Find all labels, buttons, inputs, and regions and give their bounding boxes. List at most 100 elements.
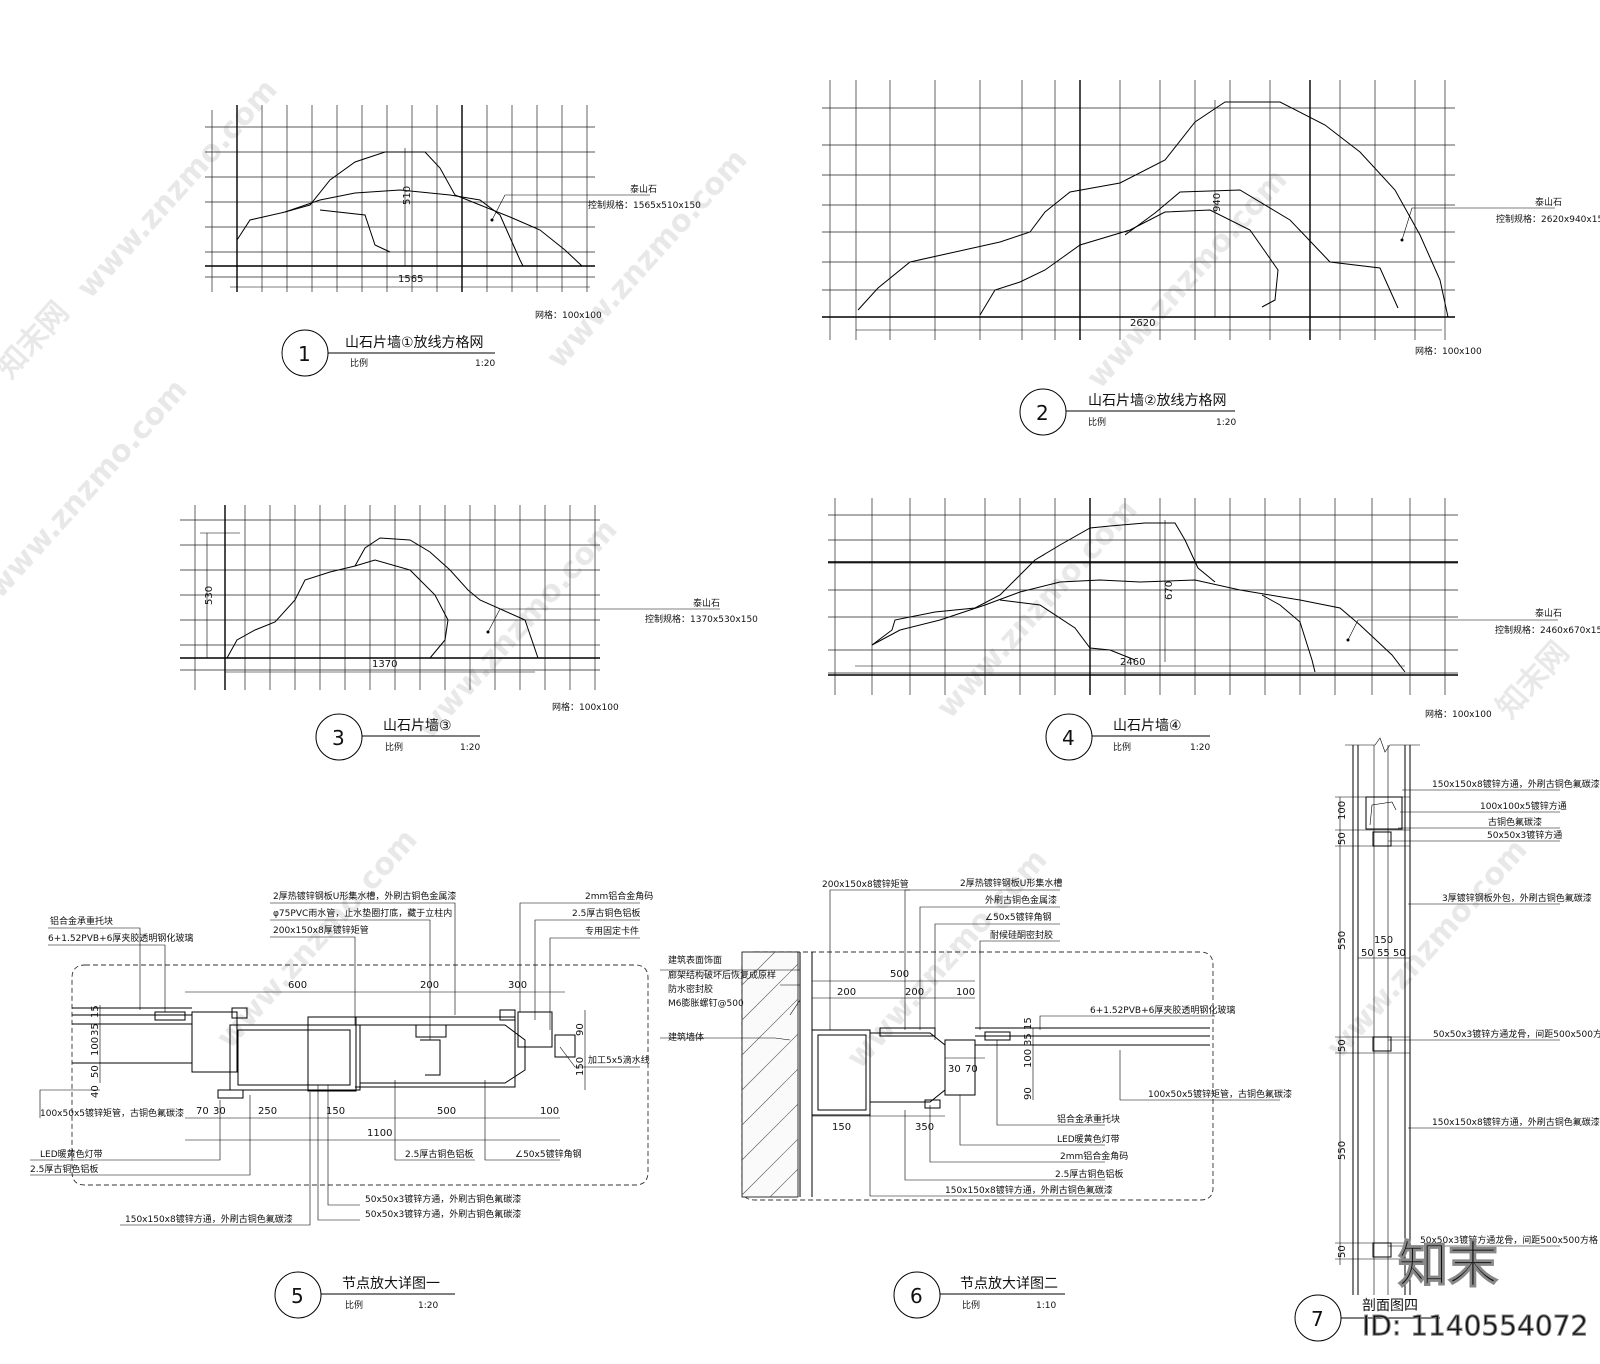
callout-label: 3厚镀锌钢板外包，外刷古铜色氟碳漆 xyxy=(1442,892,1592,904)
rock-outline xyxy=(319,209,391,253)
watermark-text: www.znzmo.com xyxy=(70,72,285,305)
dimension-label: 150 xyxy=(832,1122,851,1133)
height-dimension: 530 xyxy=(204,586,215,605)
scale-label: 比例 xyxy=(385,741,403,753)
callout-label: 200x150x8镀锌矩管 xyxy=(822,878,909,890)
dimension-label: 200 xyxy=(420,980,439,991)
grid-label: 网格：100x100 xyxy=(1425,708,1492,720)
watermark-text: www.znzmo.com xyxy=(0,372,195,605)
dimension-label: 15 xyxy=(1023,1017,1034,1030)
callout-label: 50x50x3镀锌方通，外刷古铜色氟碳漆 xyxy=(365,1193,521,1205)
dimension-label: 1100 xyxy=(367,1128,392,1139)
callout-label: 专用固定卡件 xyxy=(585,925,639,937)
scale-value: 1:20 xyxy=(475,359,495,369)
width-dimension: 2620 xyxy=(1130,318,1155,329)
drawing-title: 剖面图四 xyxy=(1362,1298,1418,1314)
callout-label: 建筑表面饰面 xyxy=(668,954,722,966)
callout-label: 50x50x3镀锌方通，外刷古铜色氟碳漆 xyxy=(365,1208,521,1220)
dimension-label: 100 xyxy=(956,987,975,998)
callout-label: 铝合金承重托块 xyxy=(50,915,113,927)
drawing-title: 山石片墙④ xyxy=(1113,718,1182,734)
drawing-1: 510 1565 泰山石 控制规格：1565x510x150 网格：100x10… xyxy=(205,105,701,377)
dimension-label: 150 xyxy=(326,1106,345,1117)
dimension-label: 300 xyxy=(508,980,527,991)
callout-label: 50x50x3镀锌方通龙骨，间距500x500方格 xyxy=(1433,1028,1600,1040)
scale-value: 1:10 xyxy=(1036,1301,1056,1311)
drawing-number: 2 xyxy=(1036,401,1049,425)
section-7: 100 50 550 150 50 55 50 50 550 50 150x15… xyxy=(1294,737,1600,1342)
dimension-label: 40 xyxy=(90,1085,101,1098)
drawing-title: 山石片墙②放线方格网 xyxy=(1088,393,1227,409)
dimension-label: 100 xyxy=(540,1106,559,1117)
width-dimension: 1565 xyxy=(398,274,423,285)
dimension-label: 70 xyxy=(965,1064,978,1075)
dimension-label: 35 xyxy=(90,1023,101,1036)
callout-label: 6+1.52PVB+6厚夹胶透明钢化玻璃 xyxy=(48,932,193,944)
rock-outline xyxy=(871,579,1406,673)
height-dimension: 670 xyxy=(1164,581,1175,600)
drawing-title: 节点放大详图二 xyxy=(960,1276,1058,1292)
callout-label: 2.5厚古铜色铝板 xyxy=(572,907,640,919)
spec-label: 控制规格：1565x510x150 xyxy=(588,199,701,211)
watermark-text: www.znzmo.com xyxy=(210,822,425,1055)
dimension-label: 30 xyxy=(213,1106,226,1117)
callout-label: 防水密封胶 xyxy=(668,983,713,995)
dimension-label: 200 xyxy=(905,987,924,998)
callout-label: 100x50x5镀锌矩管，古铜色氟碳漆 xyxy=(1148,1088,1292,1100)
drawing-number-circle xyxy=(1045,713,1093,761)
callout-label: 2mm铝合金角码 xyxy=(585,890,653,902)
drawing-2: 940 2620 泰山石 控制规格：2620x940x150 网格：100x10… xyxy=(822,80,1600,436)
dimension-label: 150 xyxy=(1374,935,1393,946)
grid-label: 网格：100x100 xyxy=(552,701,619,713)
rock-outline xyxy=(226,559,449,659)
drawing-number: 7 xyxy=(1311,1307,1324,1331)
dimension-label: 100 xyxy=(1337,801,1348,820)
callout-label: 150x150x8镀锌方通，外刷古铜色氟碳漆 xyxy=(945,1184,1113,1196)
grid-label: 网格：100x100 xyxy=(535,309,602,321)
dimension-label: 50 xyxy=(1361,948,1374,959)
dimension-label: 50 xyxy=(1337,1039,1348,1052)
drawing-number: 4 xyxy=(1062,726,1075,750)
rock-outline xyxy=(1124,189,1399,309)
brand-logo: 知末 xyxy=(1398,1236,1498,1294)
dimension-label: 100 xyxy=(1023,1049,1034,1068)
width-dimension: 1370 xyxy=(372,659,397,670)
callout-label: 150x150x8镀锌方通，外刷古铜色氟碳漆 xyxy=(1432,1116,1600,1128)
callout-label: 50x50x3镀锌方通 xyxy=(1487,829,1562,841)
dimension-label: 250 xyxy=(258,1106,277,1117)
dimension-label: 500 xyxy=(437,1106,456,1117)
dimension-label: 200 xyxy=(837,987,856,998)
rock-outline xyxy=(284,189,524,267)
callout-label: 建筑墙体 xyxy=(668,1031,704,1043)
callout-label: 2mm铝合金角码 xyxy=(1060,1150,1128,1162)
scale-label: 比例 xyxy=(345,1299,363,1311)
callout-label: LED暖黄色灯带 xyxy=(1057,1133,1120,1145)
dimension-label: 550 xyxy=(1337,931,1348,950)
rock-outline xyxy=(1261,594,1316,673)
dimension-label: 70 xyxy=(196,1106,209,1117)
dimension-label: 90 xyxy=(575,1023,586,1036)
callout-label: 2.5厚古铜色铝板 xyxy=(30,1163,98,1175)
rock-outline xyxy=(999,599,1136,661)
callout-label: 200x150x8厚镀锌矩管 xyxy=(273,924,369,936)
dimension-label: 30 xyxy=(948,1064,961,1075)
drawing-3: 530 1370 泰山石 控制规格：1370x530x150 网格：100x10… xyxy=(180,505,758,761)
callout-label: 加工5x5滴水线 xyxy=(588,1054,650,1066)
scale-value: 1:20 xyxy=(1216,418,1236,428)
drawing-number: 6 xyxy=(910,1284,923,1308)
scale-label: 比例 xyxy=(1113,741,1131,753)
dimension-label: 150 xyxy=(575,1057,586,1076)
spec-label: 控制规格：2460x670x150 xyxy=(1495,624,1600,636)
grid-2 xyxy=(822,80,1455,340)
dimension-label: 350 xyxy=(915,1122,934,1133)
dimension-label: 600 xyxy=(288,980,307,991)
watermark-text: www.znzmo.com xyxy=(540,142,755,375)
dimension-label: 50 xyxy=(1337,1245,1348,1258)
grid-1 xyxy=(205,105,595,292)
watermark-text: www.znzmo.com xyxy=(1080,162,1295,395)
callout-label: 100x100x5镀锌方通 xyxy=(1480,800,1567,812)
dimension-label: 550 xyxy=(1337,1141,1348,1160)
callout-label: 廊架结构破坏后恢复成原样 xyxy=(668,969,776,981)
callout-label: 2厚热镀锌钢板U形集水槽，外刷古铜色金属漆 xyxy=(273,890,456,902)
